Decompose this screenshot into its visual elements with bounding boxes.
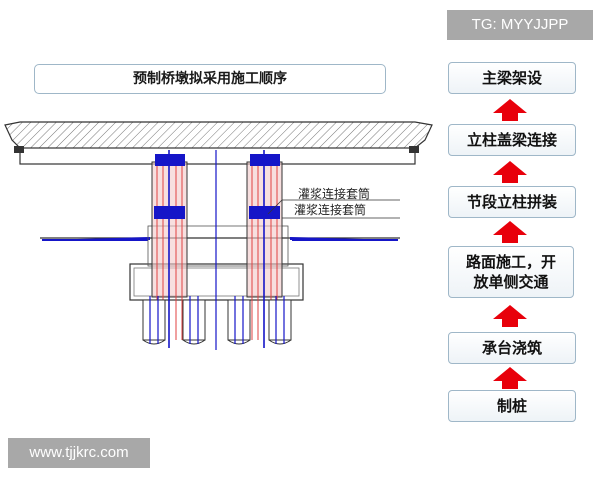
road-surface (40, 237, 400, 241)
annotation-lower: 灌浆连接套筒 (294, 202, 366, 217)
pile-1 (142, 296, 166, 345)
step-road-construction: 路面施工，开放单侧交通 (448, 246, 574, 298)
step-pile-cap-casting: 承台浇筑 (448, 332, 576, 364)
step-pile-making: 制桩 (448, 390, 576, 422)
sleeve-mid-right (249, 206, 280, 219)
column-right (246, 150, 283, 348)
sleeve-top-left (155, 154, 185, 166)
step-column-capbeam-connection: 立柱盖梁连接 (448, 124, 576, 156)
up-arrow-icon (493, 305, 527, 327)
up-arrow-icon (493, 161, 527, 183)
watermark-bottom: www.tjjkrc.com (8, 438, 150, 468)
diagram-title: 预制桥墩拟采用施工顺序 (34, 64, 386, 94)
column-left (151, 150, 188, 348)
sleeve-mid-left (154, 206, 185, 219)
main-girder (4, 121, 433, 165)
pier-section-drawing: 灌浆连接套筒 灌浆连接套筒 (4, 121, 433, 350)
annotation-leaders (267, 199, 400, 219)
up-arrow-icon (493, 221, 527, 243)
up-arrow-icon (493, 367, 527, 389)
watermark-top: TG: MYYJJPP (447, 10, 593, 40)
piles (142, 296, 292, 345)
step-girder-erection: 主梁架设 (448, 62, 576, 94)
up-arrow-icon (493, 99, 527, 121)
pile-2 (182, 296, 206, 345)
step-segment-column-assembly: 节段立柱拼装 (448, 186, 576, 218)
pile-4 (268, 296, 292, 345)
pile-3 (227, 296, 251, 345)
sleeve-top-right (250, 154, 280, 166)
annotation-upper: 灌浆连接套筒 (298, 186, 370, 201)
